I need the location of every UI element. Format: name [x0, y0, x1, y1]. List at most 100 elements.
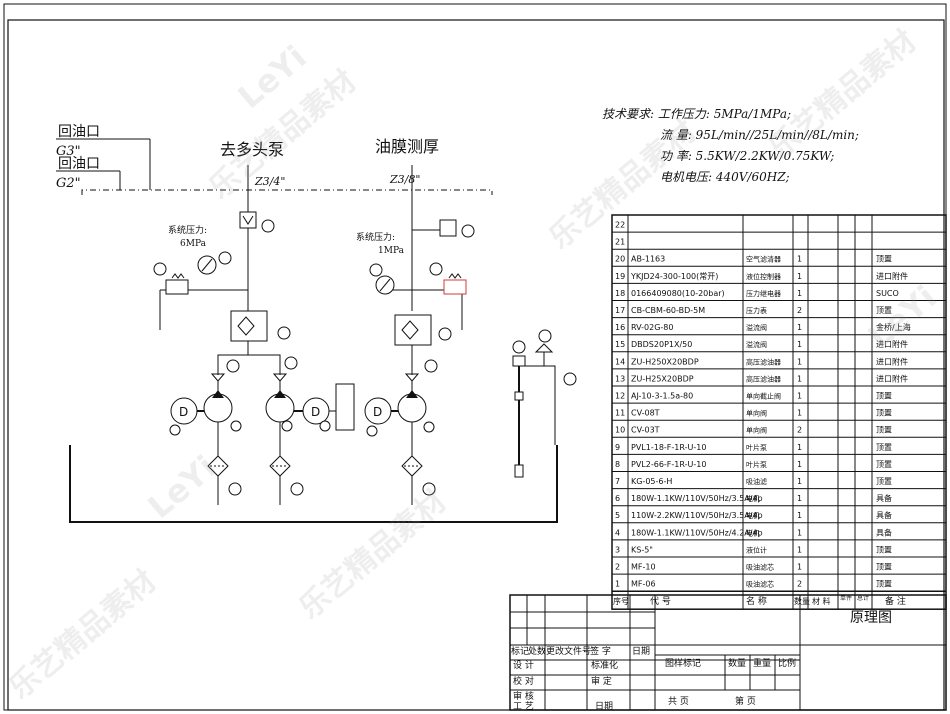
- tag-3: [563, 372, 577, 386]
- bom-row-note: SUCO: [876, 289, 899, 298]
- bom-row-no: 7: [615, 477, 620, 486]
- tag-8: [281, 420, 293, 432]
- bom-row-qty: 1: [797, 409, 802, 418]
- bom-row-note: 进口附件: [876, 339, 908, 349]
- bom-row-no: 16: [615, 323, 625, 332]
- bom-row-qty: 2: [797, 426, 802, 435]
- tag-13: [438, 327, 452, 341]
- bom-row-code: 180W-1.1KW/110V/50Hz/3.5A/4p: [631, 494, 763, 503]
- row-craft: 工 艺: [513, 701, 534, 712]
- bom-row-name: 电机: [746, 511, 760, 520]
- bom-header-unit-weight: 单件: [840, 594, 852, 602]
- cooler-unit: [335, 383, 355, 431]
- bom-row-code: 180W-1.1KW/110V/50Hz/4.2A/4p: [631, 528, 763, 537]
- bom-row-note: 顶置: [876, 306, 892, 315]
- left-circuit: 系统压力: 6MPa D D: [153, 165, 355, 505]
- bom-row-qty: 2: [797, 580, 802, 589]
- air-breather-20: [534, 343, 554, 353]
- bom-row-code: 110W-2.2KW/110V/50Hz/3.5A/4p: [631, 511, 763, 520]
- drawing-name: 原理图: [850, 610, 892, 626]
- rev-h-date: 日期: [632, 646, 650, 657]
- tag-14: [277, 326, 291, 340]
- check-valve-12: [239, 211, 257, 229]
- tag-10b: [424, 359, 438, 373]
- bom-row-note: 顶置: [876, 477, 892, 486]
- bom-row-note: 顶置: [876, 460, 892, 469]
- bom-row-qty: 1: [797, 289, 802, 298]
- bom-row-name: 叶片泵: [746, 460, 767, 469]
- bom-row-note: 具备: [876, 493, 892, 503]
- drawing-inner-frame: [7, 19, 945, 711]
- bom-row-no: 4: [615, 528, 620, 537]
- bom-row-name: 液位控制器: [746, 272, 781, 281]
- bom-row-code: MF-10: [631, 563, 656, 572]
- tag-19: [512, 340, 526, 354]
- bom-row-no: 18: [615, 289, 625, 298]
- tag-1: [228, 482, 242, 496]
- bom-row-note: 具备: [876, 527, 892, 537]
- rev-h-mark: 标记: [511, 645, 529, 657]
- bom-row-qty: 1: [797, 272, 802, 281]
- bom-row-note: 金桥/上海: [876, 322, 911, 332]
- oil-tank-outline: [69, 445, 558, 523]
- bom-row-no: 10: [615, 426, 625, 435]
- pressure-switch-18: [439, 219, 457, 237]
- bom-row-note: 具备: [876, 510, 892, 520]
- level-switch-19: [512, 355, 526, 367]
- bom-row-note: 进口附件: [876, 271, 908, 281]
- bom-row-qty: 1: [797, 545, 802, 554]
- watermark-text-3: 乐艺精品素材: [543, 114, 703, 257]
- bom-row-qty: 1: [797, 374, 802, 383]
- row-design: 设 计: [513, 659, 534, 671]
- bom-header-qty: 数量: [794, 596, 810, 606]
- return-manifold-line: [81, 189, 493, 195]
- svg-text:D: D: [179, 405, 188, 419]
- bom-row-note: 顶置: [876, 545, 892, 554]
- tag-17-left: [218, 251, 232, 265]
- bom-row-code: AJ-10-3-1.5a-80: [631, 392, 693, 401]
- bom-row-qty: 1: [797, 460, 802, 469]
- row-date: 日期: [595, 701, 613, 712]
- bom-row-note: 进口附件: [876, 373, 908, 383]
- bom-row-no: 20: [615, 255, 625, 264]
- bom-row-no: 2: [615, 563, 620, 572]
- tag-12: [261, 219, 275, 233]
- bom-row-note: 顶置: [876, 255, 892, 264]
- bom-row-qty: 1: [797, 255, 802, 264]
- tag-6: [366, 425, 378, 437]
- bom-row-note: 顶置: [876, 443, 892, 452]
- tag-1b: [422, 482, 436, 496]
- stage-label: 图样标记: [665, 657, 701, 669]
- bom-row-qty: 1: [797, 477, 802, 486]
- bom-row-code: CV-03T: [631, 426, 660, 435]
- bom-row-name: 空气滤清器: [746, 255, 781, 264]
- pump-9: [203, 393, 233, 423]
- bom-row-qty: 1: [797, 528, 802, 537]
- tag-7: [423, 421, 435, 433]
- check-valve-right: [404, 373, 420, 382]
- weight-label: 重量: [753, 657, 771, 669]
- tag-11: [284, 356, 298, 370]
- row-check: 校 对: [513, 675, 534, 687]
- row-review: 审 定: [591, 675, 612, 687]
- bom-row-code: CB-CBM-60-BD-5M: [631, 306, 705, 315]
- bom-row-no: 11: [615, 409, 625, 418]
- sys-pressure-right-val: 1MPa: [378, 246, 405, 256]
- bom-row-note: 进口附件: [876, 356, 908, 366]
- bom-row-name: 叶片泵: [746, 443, 767, 452]
- pump-8: [265, 393, 295, 423]
- return-port-1-label: 回油口: [58, 124, 100, 140]
- bom-row-code: PVL1-18-F-1R-U-10: [631, 443, 706, 452]
- bom-row-code: AB-1163: [631, 255, 665, 264]
- bom-row-qty: 1: [797, 563, 802, 572]
- bom-row-name: 吸油滤芯: [746, 580, 774, 589]
- technical-requirements: 技术要求: 工作压力: 5MPa/1MPa; 流 量: 95L/min//25L…: [602, 107, 859, 184]
- bom-row-code: ZU-H25X20BDP: [631, 374, 694, 383]
- bom-row-name: 溢流阀: [746, 323, 767, 332]
- bom-row-name: 单向阀: [746, 426, 767, 435]
- bom-row-code: KG-05-6-H: [631, 477, 672, 486]
- bom-row-code: DBDS20P1X/50: [631, 340, 692, 349]
- svg-text:D: D: [311, 405, 320, 419]
- bom-header-material: 材 料: [812, 596, 831, 606]
